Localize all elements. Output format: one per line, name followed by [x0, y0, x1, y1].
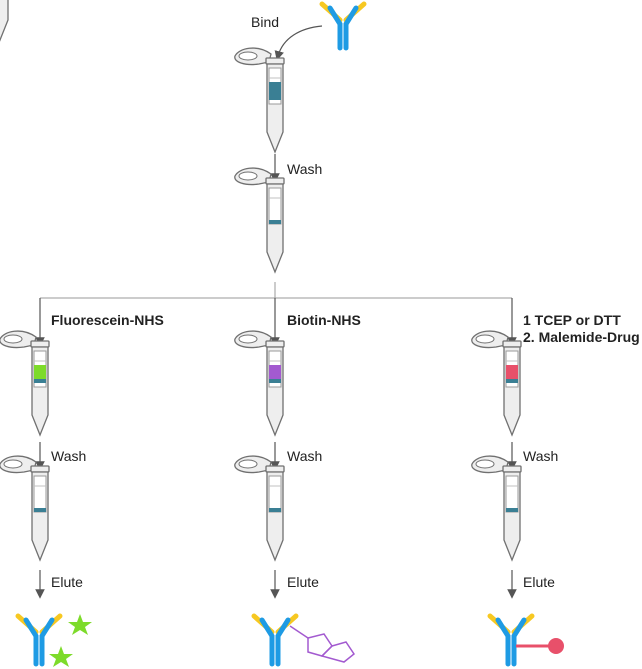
bind-arrow — [274, 25, 323, 61]
label-wash-left: Wash — [51, 448, 87, 464]
label-tcep-dtt: 1 TCEP or DTT — [523, 312, 621, 328]
label-wash-right: Wash — [523, 448, 559, 464]
label-biotin-nhs: Biotin-NHS — [287, 312, 361, 328]
tube-washed-left — [0, 455, 50, 561]
spin-column-tube-icon — [0, 0, 9, 42]
tube-bound — [234, 47, 285, 153]
antibody-icon — [319, 1, 367, 51]
label-elute-mid: Elute — [287, 574, 319, 590]
tube-biotin — [234, 330, 285, 436]
biotin-ring-icon — [307, 633, 356, 663]
label-elute-right: Elute — [523, 574, 555, 590]
label-elute-left: Elute — [51, 574, 83, 590]
star-icon — [68, 614, 92, 635]
tube-washed-right — [471, 455, 522, 561]
tube-washed-mid — [234, 455, 285, 561]
label-bind: Bind — [251, 14, 280, 30]
label-malemide-drug: 2. Malemide-Drug — [523, 329, 640, 345]
star-icon — [49, 646, 73, 667]
tube-fluorescein — [0, 330, 50, 436]
drug-sphere-icon — [548, 638, 564, 654]
label-wash-mid: Wash — [287, 448, 323, 464]
label-wash-top: Wash — [287, 161, 323, 177]
antibody-fluorescein-labeled — [15, 613, 92, 667]
tube-drug — [471, 330, 522, 436]
antibody-drug-conjugate — [487, 613, 564, 667]
tube-washed — [234, 167, 285, 273]
label-fluorescein-nhs: Fluorescein-NHS — [51, 312, 164, 328]
antibody-biotin-labeled — [251, 613, 356, 667]
